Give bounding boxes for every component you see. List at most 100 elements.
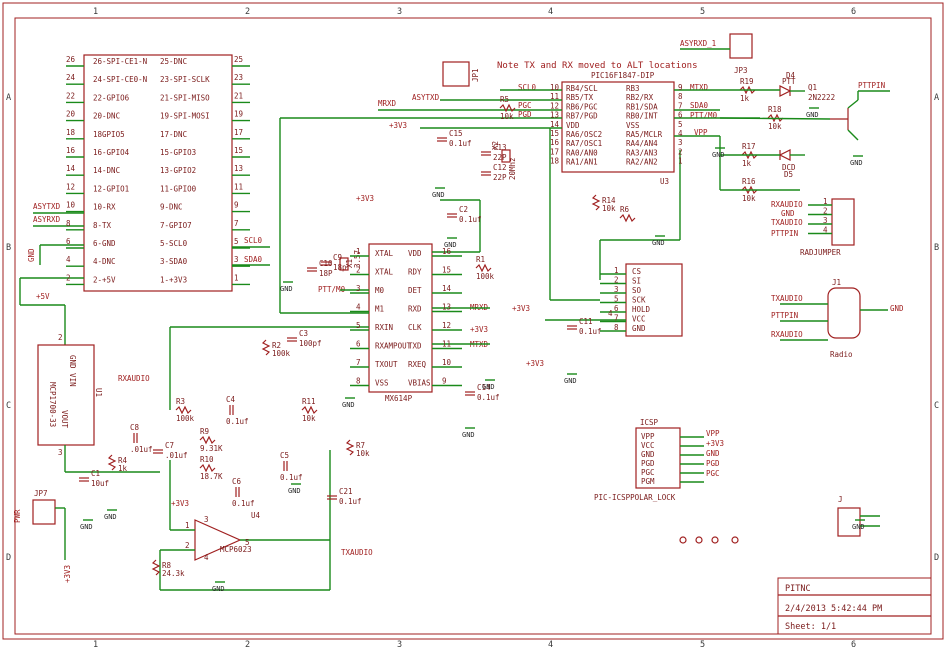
capacitor: C40.1uf <box>226 395 249 426</box>
pic-pin-num-left: 17 <box>550 147 559 156</box>
mx614-pin-num-right: 14 <box>442 284 452 293</box>
pic-pin-num-right: 6 <box>678 111 683 120</box>
svg-text:0.1uf: 0.1uf <box>579 327 602 336</box>
capacitor: C7.01uf <box>153 441 188 460</box>
frame-col-top: 6 <box>851 7 856 17</box>
svg-text:MCP1700-33: MCP1700-33 <box>48 382 57 427</box>
pi-pin-left: 14-DNC <box>93 166 120 175</box>
capacitor: C60.1uf <box>232 477 255 508</box>
net-asytxd: ASYTXD <box>33 202 61 211</box>
pi-pin-right: 15-GPIO3 <box>160 148 196 157</box>
pi-pin-num-left: 26 <box>66 55 76 64</box>
frame-col-bottom: 4 <box>548 640 553 650</box>
frame-row-right: A <box>934 93 939 103</box>
pic-pin-num-right: 5 <box>678 120 683 129</box>
pi-pin-num-right: 7 <box>234 219 239 228</box>
mcp1700-pin-num: 2 <box>58 333 63 342</box>
pic-pin-num-left: 18 <box>550 157 560 166</box>
pi-pin-right: 19-SPI-MOSI <box>160 112 210 121</box>
svg-text:RXAUDIO: RXAUDIO <box>771 200 803 209</box>
svg-text:U4: U4 <box>251 511 261 520</box>
svg-text:JP7: JP7 <box>34 489 48 498</box>
mx614-pin-num-left: 4 <box>356 303 361 312</box>
svg-text:R7: R7 <box>356 441 365 450</box>
pic-pin-num-right: 3 <box>678 138 683 147</box>
pi-pin-num-right: 21 <box>234 91 243 100</box>
svg-text:0.1uf: 0.1uf <box>280 473 303 482</box>
svg-text:C15: C15 <box>449 129 463 138</box>
pic-pin-right: RA5/MCLR <box>626 130 663 139</box>
mx614-nets: PTT/M0 MRXD +3V3 MTXD +3V3 <box>169 194 490 410</box>
frame-col-bottom: 3 <box>397 640 402 650</box>
net-gnd-pi: GND <box>27 248 36 262</box>
pi-left-nets: ASYTXD ASYRXD GND +5V <box>19 202 84 345</box>
ground-label: GND <box>212 585 225 593</box>
svg-text:ASYTXD: ASYTXD <box>412 93 440 102</box>
pi-pin-num-right: 1 <box>234 273 239 282</box>
svg-text:J1: J1 <box>832 278 841 287</box>
icsp-pin: VPP <box>641 432 655 441</box>
ground-label: GND <box>104 513 117 521</box>
pi-pin-left: 16-GPIO4 <box>93 148 130 157</box>
mx614-pin-num-left: 7 <box>356 358 361 367</box>
pic-pin-num-left: 15 <box>550 129 559 138</box>
title-sheet: Sheet: 1/1 <box>785 622 836 632</box>
pi-pin-left: 18GPIO5 <box>93 130 125 139</box>
ground-label: GND <box>444 241 457 249</box>
svg-text:+3V3: +3V3 <box>171 499 189 508</box>
frame-row-right: B <box>934 243 939 253</box>
eeprom-pin: SCK <box>632 296 646 305</box>
svg-text:+3V3: +3V3 <box>512 304 530 313</box>
svg-text:PGD: PGD <box>518 110 532 119</box>
pic-pin-left: RA0/AN0 <box>566 148 598 157</box>
pic-pin-num-right: 9 <box>678 83 683 92</box>
net-5v: +5V <box>36 292 50 301</box>
svg-text:22P: 22P <box>493 153 507 162</box>
svg-text:RXAUDIO: RXAUDIO <box>771 330 803 339</box>
icsp-connector: ICSP PIC-ICSPPOLAR_LOCK VPP +3V3 GND PGD… <box>594 418 724 502</box>
pi-pin-num-right: 11 <box>234 182 243 191</box>
svg-text:C3: C3 <box>299 329 308 338</box>
pic-pin-num-right: 1 <box>678 157 683 166</box>
svg-text:SCL0: SCL0 <box>518 83 537 92</box>
mcp6023-pin-num: 3 <box>204 515 209 524</box>
radjumper-pin-num: 4 <box>823 226 828 235</box>
svg-text:10k: 10k <box>500 112 514 121</box>
pi-pin-num-left: 20 <box>66 110 76 119</box>
pic-pin-num-right: 2 <box>678 147 683 156</box>
pi-pin-right: 25-DNC <box>160 57 187 66</box>
mx614-pin-left: XTAL <box>375 249 394 258</box>
svg-text:PTT: PTT <box>782 77 796 86</box>
svg-text:TXAUDIO: TXAUDIO <box>771 218 803 227</box>
radio-connector: J1 Radio TXAUDIO PTTPIN RXAUDIO GND <box>771 278 904 359</box>
svg-text:Q1: Q1 <box>808 83 817 92</box>
frame-row-left: B <box>6 243 11 253</box>
svg-text:MRXD: MRXD <box>378 99 397 108</box>
ground-label: GND <box>482 383 495 391</box>
svg-text:GND: GND <box>890 304 904 313</box>
svg-text:GND: GND <box>781 209 795 218</box>
mx614-pin-num-right: 11 <box>442 340 451 349</box>
frame-col-top: 4 <box>548 7 553 17</box>
mx614-pin-right: VBIAS <box>408 379 431 388</box>
pi-pin-num-right: 9 <box>234 201 239 210</box>
svg-text:R14: R14 <box>602 196 616 205</box>
mx614-pin-right: VDD <box>408 249 422 258</box>
pic-pin-right: VSS <box>626 121 640 130</box>
svg-text:GND VIN: GND VIN <box>68 355 77 387</box>
radjumper-pin-num: 2 <box>823 207 828 216</box>
pic-pin-left: RB5/TX <box>566 93 594 102</box>
svg-text:100k: 100k <box>476 272 495 281</box>
frame-row-left: C <box>6 401 11 411</box>
pi-pin-num-right: 25 <box>234 55 243 64</box>
crystal-x2: X2 20Mhz <box>491 141 517 180</box>
pi-pin-right: 9-DNC <box>160 203 183 212</box>
